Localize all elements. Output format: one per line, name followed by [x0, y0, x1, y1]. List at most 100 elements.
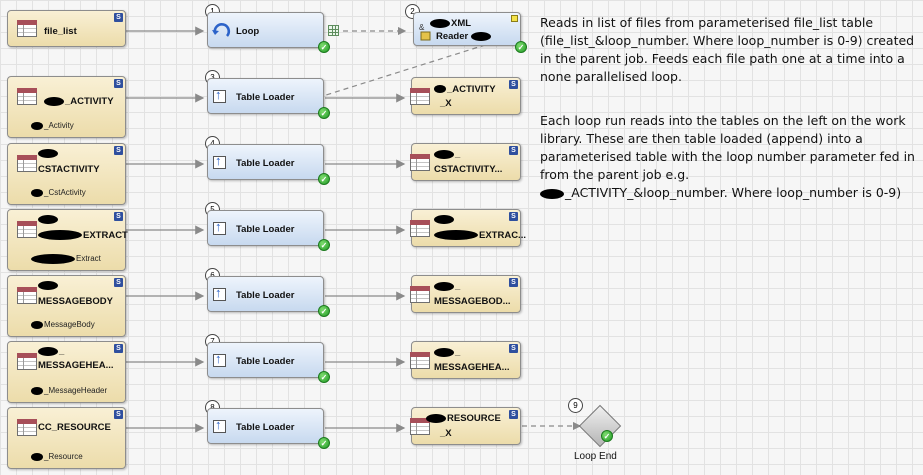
table-node-cstactivity[interactable]: S CSTACTIVITY _CstActivity	[7, 143, 126, 205]
redaction-blot	[38, 148, 58, 158]
node-sublabel: _MessageHeader	[31, 386, 107, 395]
saved-badge: S	[114, 146, 123, 155]
table-icon	[17, 20, 37, 37]
node-sublabel: _Activity	[31, 121, 74, 130]
redaction-blot	[44, 96, 64, 106]
table-loader-node[interactable]: Table Loader	[207, 408, 324, 444]
saved-badge: S	[114, 410, 123, 419]
table-node-activity[interactable]: S _ACTIVITY _Activity	[7, 76, 126, 138]
node-label-line2: MESSAGEHEA...	[434, 362, 510, 373]
node-sublabel: _Resource	[31, 452, 83, 461]
saved-badge: S	[509, 80, 518, 89]
table-loader-node[interactable]: Table Loader	[207, 342, 324, 378]
node-label-line1: _	[434, 347, 460, 358]
target-table-node-extract[interactable]: S EXTRAC...	[410, 209, 526, 247]
table-node-messagebody[interactable]: S MESSAGEBODY MessageBody	[7, 275, 126, 337]
table-icon	[17, 353, 37, 370]
loop-end-label: Loop End	[574, 451, 617, 462]
table-node-extract[interactable]: S EXTRACT Extract	[7, 209, 128, 271]
node-label-line1: _	[434, 281, 460, 292]
note-paragraph-1: Reads in list of files from parameterise…	[540, 15, 915, 84]
redaction-blot	[430, 18, 450, 28]
success-check-icon: ✓	[318, 371, 330, 383]
table-node-cc-resource[interactable]: S CC_RESOURCE _Resource	[7, 407, 126, 469]
saved-badge: S	[509, 212, 518, 221]
target-table-node-messageheader[interactable]: S _ MESSAGEHEA...	[410, 341, 521, 379]
table-icon	[410, 154, 430, 171]
node-label-line2: _X	[440, 98, 452, 109]
saved-badge: S	[114, 212, 123, 221]
note-paragraph-2-text: Each loop run reads into the tables on t…	[540, 113, 915, 182]
table-loader-node[interactable]: Table Loader	[207, 78, 324, 114]
node-label: Table Loader	[236, 290, 295, 301]
success-check-icon: ✓	[318, 41, 330, 53]
node-label-line2: CSTACTIVITY	[38, 164, 100, 175]
redaction-blot	[540, 188, 564, 199]
redaction-blot	[470, 31, 491, 41]
table-loader-icon	[213, 153, 226, 169]
xml-reader-node[interactable]: & XML Reader	[413, 12, 521, 46]
table-loader-icon	[213, 285, 226, 301]
redaction-blot	[31, 452, 43, 461]
step-number: 9	[568, 398, 583, 413]
saved-badge: S	[509, 278, 518, 287]
node-label-line2: Reader	[436, 31, 492, 42]
node-label-line1: _ACTIVITY	[434, 84, 496, 95]
node-label: Table Loader	[236, 158, 295, 169]
saved-badge: S	[114, 79, 123, 88]
node-label-line2: CSTACTIVITY...	[434, 164, 503, 175]
redaction-blot	[434, 281, 454, 291]
table-loader-icon	[213, 351, 226, 367]
redaction-blot	[31, 254, 75, 264]
table-icon	[410, 88, 430, 105]
success-check-icon: ✓	[318, 107, 330, 119]
target-table-node-cstactivity[interactable]: S _ CSTACTIVITY...	[410, 143, 521, 181]
loop-icon	[212, 23, 231, 37]
success-check-icon: ✓	[318, 239, 330, 251]
node-label-line1: XML	[430, 18, 471, 29]
loop-transform-node[interactable]: Loop	[207, 12, 324, 48]
redaction-blot	[38, 346, 58, 356]
loop-end-diamond-icon[interactable]	[578, 404, 622, 448]
node-label: _ACTIVITY	[44, 96, 114, 107]
redaction-blot	[434, 230, 478, 241]
table-node-file-list[interactable]: S file_list	[7, 10, 126, 47]
redaction-blot	[31, 320, 43, 329]
node-label: Table Loader	[236, 356, 295, 367]
node-label-line1	[38, 280, 59, 291]
node-label-line1: RESOURCE	[426, 413, 501, 424]
node-label-line2: MESSAGEBODY	[38, 296, 113, 307]
note-paragraph-2: Each loop run reads into the tables on t…	[540, 112, 922, 202]
node-label: CC_RESOURCE	[38, 422, 111, 433]
node-label: Loop	[236, 26, 260, 37]
node-label-line2: EXTRAC...	[434, 230, 526, 241]
table-icon	[17, 155, 37, 172]
redaction-blot	[426, 413, 446, 423]
grid-icon[interactable]	[328, 25, 339, 36]
redaction-blot	[31, 386, 43, 395]
success-check-icon: ✓	[318, 173, 330, 185]
node-label-line1: _	[434, 149, 460, 160]
svg-text:&: &	[419, 23, 425, 32]
node-label: Table Loader	[236, 92, 295, 103]
table-loader-node[interactable]: Table Loader	[207, 210, 324, 246]
target-table-node-activity[interactable]: S _ACTIVITY _X	[410, 77, 521, 115]
table-icon	[17, 287, 37, 304]
node-label-line2: _X	[440, 428, 452, 439]
table-loader-icon	[213, 87, 226, 103]
table-loader-node[interactable]: Table Loader	[207, 276, 324, 312]
node-label-line2: EXTRACT	[38, 230, 128, 241]
target-table-node-messagebody[interactable]: S _ MESSAGEBOD...	[410, 275, 521, 313]
node-label: Table Loader	[236, 422, 295, 433]
table-icon	[410, 286, 430, 303]
saved-badge: S	[509, 344, 518, 353]
node-label: file_list	[44, 26, 77, 37]
redaction-blot	[434, 149, 454, 159]
table-loader-node[interactable]: Table Loader	[207, 144, 324, 180]
table-node-messageheader[interactable]: S _ MESSAGEHEA... _MessageHeader	[7, 341, 126, 403]
node-label-line1: _	[38, 346, 64, 357]
node-label-line1	[38, 214, 59, 225]
target-table-node-resource[interactable]: S RESOURCE _X	[410, 407, 521, 445]
node-label: Table Loader	[236, 224, 295, 235]
